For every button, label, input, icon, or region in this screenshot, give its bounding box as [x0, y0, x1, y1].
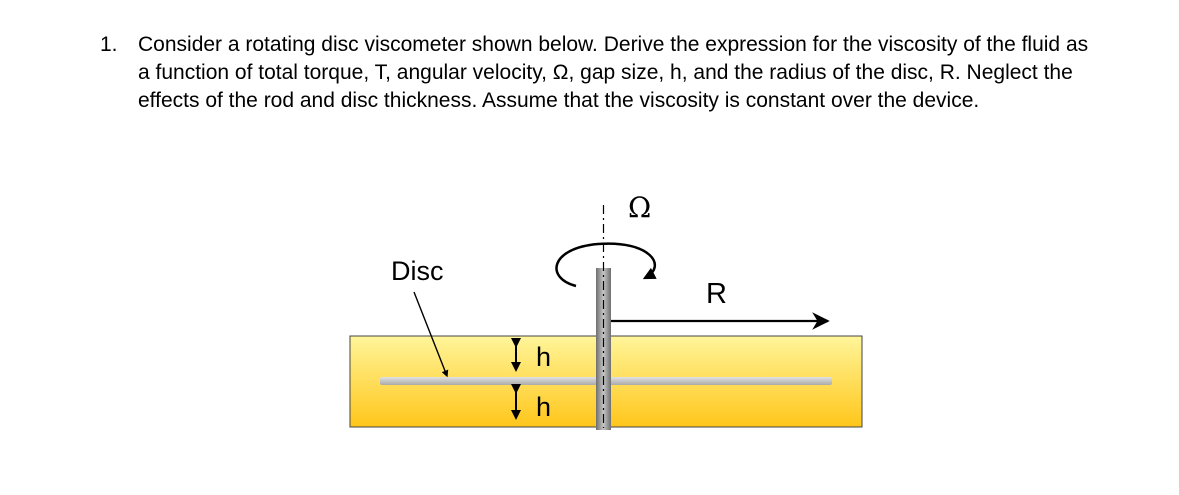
problem-number: 1.	[100, 33, 118, 56]
rotation-arrow-icon	[555, 242, 657, 288]
disc-leader-arrow	[413, 291, 449, 378]
omega-label: Ω	[628, 191, 651, 224]
gap-lower-label: h	[536, 392, 551, 422]
disc-label: Disc	[391, 256, 444, 286]
gap-upper-label: h	[536, 342, 551, 372]
radius-label: R	[706, 278, 727, 310]
rotating-rod	[596, 268, 611, 430]
problem-text: Consider a rotating disc viscometer show…	[138, 33, 1089, 112]
